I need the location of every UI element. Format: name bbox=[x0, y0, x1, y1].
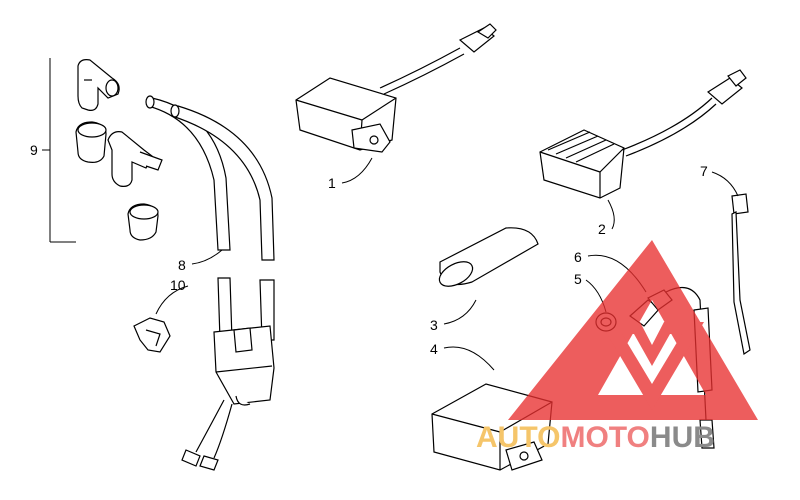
spark-plug-boot-lower bbox=[127, 203, 159, 241]
callout-4: 4 bbox=[430, 341, 438, 357]
watermark-word-auto: AUTO bbox=[476, 421, 560, 454]
callout-5: 5 bbox=[574, 271, 582, 287]
bracket-9 bbox=[42, 58, 76, 243]
clip-10 bbox=[133, 317, 171, 353]
callout-10: 10 bbox=[170, 277, 186, 293]
ignition-coil-8 bbox=[145, 95, 275, 471]
callout-2: 2 bbox=[598, 221, 606, 237]
callout-1: 1 bbox=[328, 175, 336, 191]
sleeve-3 bbox=[438, 227, 539, 287]
spark-plug-cap-upper bbox=[77, 59, 120, 111]
callout-8: 8 bbox=[178, 257, 186, 273]
spark-plug-boot-upper bbox=[75, 121, 107, 163]
watermark-word-moto: MOTO bbox=[560, 421, 649, 454]
watermark-word-hub: HUB bbox=[650, 421, 715, 454]
callout-3: 3 bbox=[430, 317, 438, 333]
callout-6: 6 bbox=[574, 249, 582, 265]
watermark-triangle-inner bbox=[600, 322, 704, 410]
cdi-module-1 bbox=[295, 23, 497, 153]
callout-9: 9 bbox=[30, 142, 38, 158]
watermark-logo bbox=[508, 240, 758, 420]
spark-plug-cap-lower bbox=[107, 131, 163, 187]
cable-tie-7 bbox=[731, 193, 751, 356]
watermark-text: AUTOMOTOHUB bbox=[476, 421, 715, 454]
regulator-2 bbox=[539, 69, 747, 199]
callout-7: 7 bbox=[700, 163, 708, 179]
